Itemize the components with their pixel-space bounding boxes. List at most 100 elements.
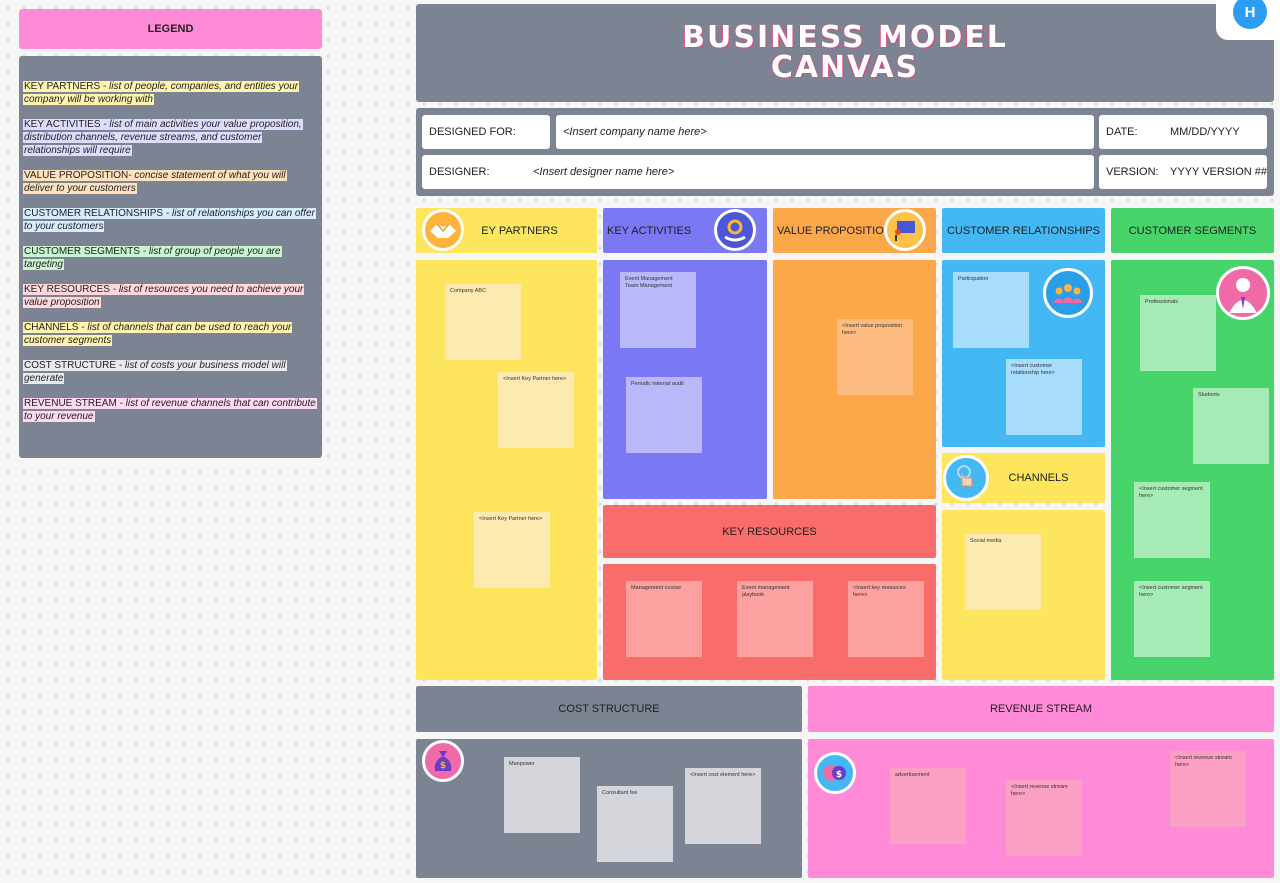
handshake-icon [422,209,464,251]
date-label: DATE: [1106,126,1138,138]
legend-item-description: - list of resources you need to achieve … [24,284,304,308]
legend-item: KEY PARTNERS - list of people, companies… [23,80,316,106]
designed-for-value: <Insert company name here> [563,126,707,138]
avatar[interactable]: H [1233,0,1267,29]
key-partners-label: EY PARTNERS [481,224,558,237]
cost-structure-header[interactable]: COST STRUCTURE [416,686,802,732]
sticky-note[interactable]: Social media [965,534,1041,610]
legend-item-key: CHANNELS [24,322,79,333]
sticky-note[interactable]: Event Management Team Management [620,272,696,348]
legend-item-key: COST STRUCTURE [24,360,117,371]
canvas-title-box[interactable]: BUSINESS MODEL CANVAS [416,4,1274,102]
sticky-note[interactable]: <Insert value proposition here> [837,319,913,395]
key-resources-panel[interactable]: Management course Event management playb… [603,564,936,680]
value-proposition-label: VALUE PROPOSITION [777,224,892,237]
sticky-note[interactable]: Consultant fee [597,786,673,862]
money-bag-icon: $ [422,740,464,782]
sticky-note[interactable]: Periodic internal audit [626,377,702,453]
sticky-note[interactable]: Company ABC [445,284,521,360]
legend-item-key: VALUE PROPOSITION [24,170,129,181]
legend-item: CHANNELS - list of channels that can be … [23,321,316,347]
legend-item-description: - concise statement of what you will del… [24,170,286,194]
sticky-note[interactable]: <Insert revenue stream here> [1006,780,1082,856]
revenue-stream-label: REVENUE STREAM [989,703,1093,715]
legend-item-description: - list of people, companies, and entitie… [24,81,299,105]
sticky-note[interactable]: <Insert Key Partner here> [474,512,550,588]
legend-item-key: CUSTOMER SEGMENTS [24,246,140,257]
legend-item-description: - list of costs your business model will… [24,360,286,384]
svg-text:$: $ [440,761,446,771]
legend-item: CUSTOMER SEGMENTS - list of group of peo… [23,245,316,271]
designer-field[interactable]: DESIGNER: <Insert designer name here> [422,155,1094,189]
legend-item: KEY ACTIVITIES - list of main activities… [23,118,316,157]
designed-for-field[interactable]: <Insert company name here> [556,115,1094,149]
legend-item-description: - list of main activities your value pro… [24,119,302,156]
customer-relationships-label: CUSTOMER RELATIONSHIPS [946,224,1100,237]
legend-item-key: KEY ACTIVITIES [24,119,101,130]
sticky-note[interactable]: <Insert customer relationship here> [1006,359,1082,435]
channels-panel[interactable]: Social media [942,510,1105,680]
gear-hand-icon [714,209,756,251]
designer-value: <Insert designer name here> [533,166,675,178]
revenue-stream-panel[interactable]: advertisement <Insert revenue stream her… [808,739,1274,878]
version-value: YYYY VERSION ## [1170,166,1268,178]
legend-item-description: - list of channels that can be used to r… [24,322,292,346]
legend-item-description: - list of revenue channels that can cont… [24,398,316,422]
sticky-note[interactable]: Professionals [1140,295,1216,371]
legend-item-key: KEY PARTNERS [24,81,101,92]
people-group-icon [1043,268,1093,318]
sticky-note[interactable]: Participation [953,272,1029,348]
legend-item: COST STRUCTURE - list of costs your busi… [23,359,316,385]
sticky-note[interactable]: Manpower [504,757,580,833]
businessperson-icon [1216,266,1270,320]
sticky-note[interactable]: <Insert revenue stream here> [1170,751,1246,827]
date-field[interactable]: DATE: MM/DD/YYYY [1099,115,1267,149]
sticky-note[interactable]: advertisement [890,768,966,844]
sticky-note[interactable]: <Insert cost element here> [685,768,761,844]
customer-segments-label: CUSTOMER SEGMENTS [1128,224,1257,237]
legend-item: KEY RESOURCES - list of resources you ne… [23,283,316,309]
presentation-icon [884,209,926,251]
cost-structure-panel[interactable]: Manpower Consultant fee <Insert cost ele… [416,739,802,878]
legend-item-key: CUSTOMER RELATIONSHIPS [24,208,164,219]
customer-segments-header[interactable]: CUSTOMER SEGMENTS [1111,208,1274,253]
sticky-note[interactable]: Management course [626,581,702,657]
key-resources-header[interactable]: KEY RESOURCES [603,505,936,558]
value-proposition-panel[interactable]: <Insert value proposition here> [773,260,936,499]
user-avatar-area[interactable]: H [1216,0,1280,40]
key-partners-panel[interactable]: Company ABC <Insert Key Partner here> <I… [416,260,597,680]
legend-item: CUSTOMER RELATIONSHIPS - list of relatio… [23,207,316,233]
info-band: DESIGNED FOR: <Insert company name here>… [416,108,1274,196]
version-field[interactable]: VERSION: YYYY VERSION ## [1099,155,1267,189]
sticky-note[interactable]: <Insert customer segment here> [1134,581,1210,657]
customer-relationships-header[interactable]: CUSTOMER RELATIONSHIPS [942,208,1105,253]
cost-structure-label: COST STRUCTURE [558,703,660,715]
version-label: VERSION: [1106,166,1159,178]
key-activities-label: KEY ACTIVITIES [607,224,692,237]
legend-item-key: KEY RESOURCES [24,284,110,295]
revenue-stream-header[interactable]: REVENUE STREAM [808,686,1274,732]
sticky-note[interactable]: <Insert customer segment here> [1134,482,1210,558]
key-resources-label: KEY RESOURCES [722,525,817,538]
sticky-note[interactable]: Event management playbook [737,581,813,657]
sticky-note[interactable]: Students [1193,388,1269,464]
coins-icon: $ [814,752,856,794]
channels-label: CHANNELS [1008,472,1069,484]
sticky-note[interactable]: <Insert key resources here> [848,581,924,657]
sticky-note[interactable]: <Insert Key Partner here> [498,372,574,448]
legend-item: REVENUE STREAM - list of revenue channel… [23,397,317,423]
designed-for-label: DESIGNED FOR: [422,115,550,149]
key-activities-panel[interactable]: Event Management Team Management Periodi… [603,260,767,499]
svg-text:$: $ [836,770,842,780]
canvas-title: BUSINESS MODEL CANVAS [682,20,1008,85]
legend-item: VALUE PROPOSITION- concise statement of … [23,169,316,195]
legend-item-key: REVENUE STREAM [24,398,117,409]
designer-label: DESIGNER: [429,166,490,178]
legend-item-description: - list of relationships you can offer to… [24,208,315,232]
date-value: MM/DD/YYYY [1170,126,1240,138]
customer-segments-panel[interactable]: Professionals Students <Insert customer … [1111,260,1274,680]
legend-item-description: - list of group of people you are target… [24,246,281,270]
touch-hand-icon [943,455,989,501]
legend-header[interactable]: LEGEND [19,9,322,49]
legend-panel[interactable]: KEY PARTNERS - list of people, companies… [19,56,322,458]
